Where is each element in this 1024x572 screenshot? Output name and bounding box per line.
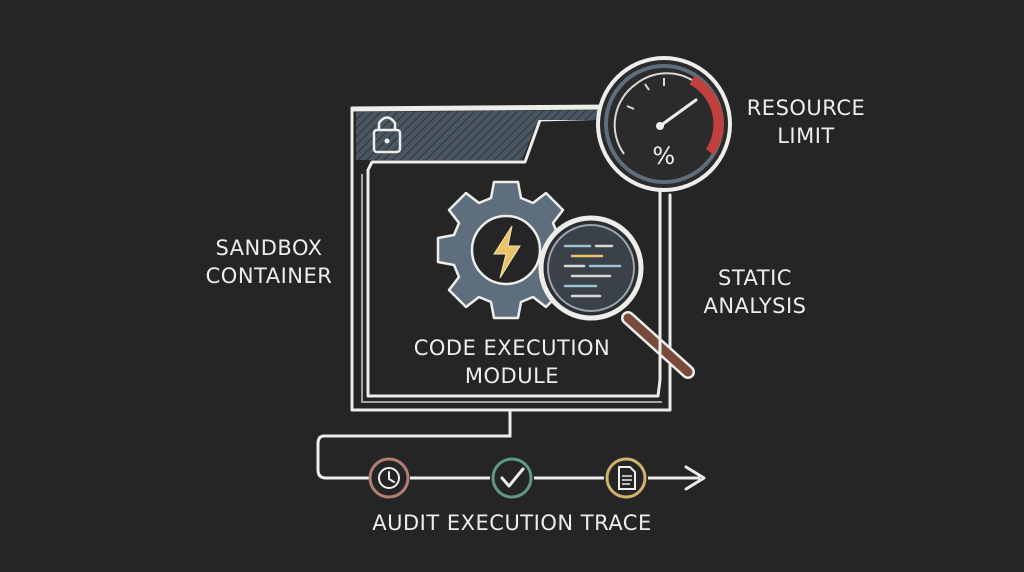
code-execution-module-label: CODE EXECUTION MODULE — [408, 334, 616, 390]
resource-limit-line2: LIMIT — [777, 124, 835, 148]
gauge-icon — [596, 56, 732, 380]
check-icon — [491, 457, 533, 499]
arrow-right-icon — [684, 465, 706, 491]
static-analysis-line1: STATIC — [718, 266, 792, 290]
gauge-percent-symbol: % — [652, 142, 676, 170]
lightning-icon — [493, 225, 521, 279]
clock-icon — [368, 457, 410, 499]
resource-limit-line1: RESOURCE — [746, 96, 866, 120]
sandbox-container-line1: SANDBOX — [215, 236, 323, 260]
code-execution-module-line1: CODE EXECUTION — [413, 336, 611, 360]
static-analysis-line2: ANALYSIS — [703, 294, 807, 318]
window-title-bar — [356, 110, 608, 160]
connector-line — [316, 408, 512, 480]
audit-timeline — [410, 465, 706, 491]
sandbox-window — [350, 104, 672, 412]
magnifier-icon — [538, 215, 695, 379]
lock-icon — [372, 116, 402, 154]
code-execution-module-line2: MODULE — [464, 364, 560, 388]
audit-execution-trace-label: AUDIT EXECUTION TRACE — [372, 511, 652, 535]
resource-limit-label: RESOURCE LIMIT — [744, 94, 868, 150]
static-analysis-label: STATIC ANALYSIS — [696, 264, 814, 320]
document-icon — [605, 457, 647, 499]
sandbox-container-label: SANDBOX CONTAINER — [200, 234, 338, 290]
gear-icon — [436, 180, 576, 320]
sandbox-container-line2: CONTAINER — [205, 264, 333, 288]
